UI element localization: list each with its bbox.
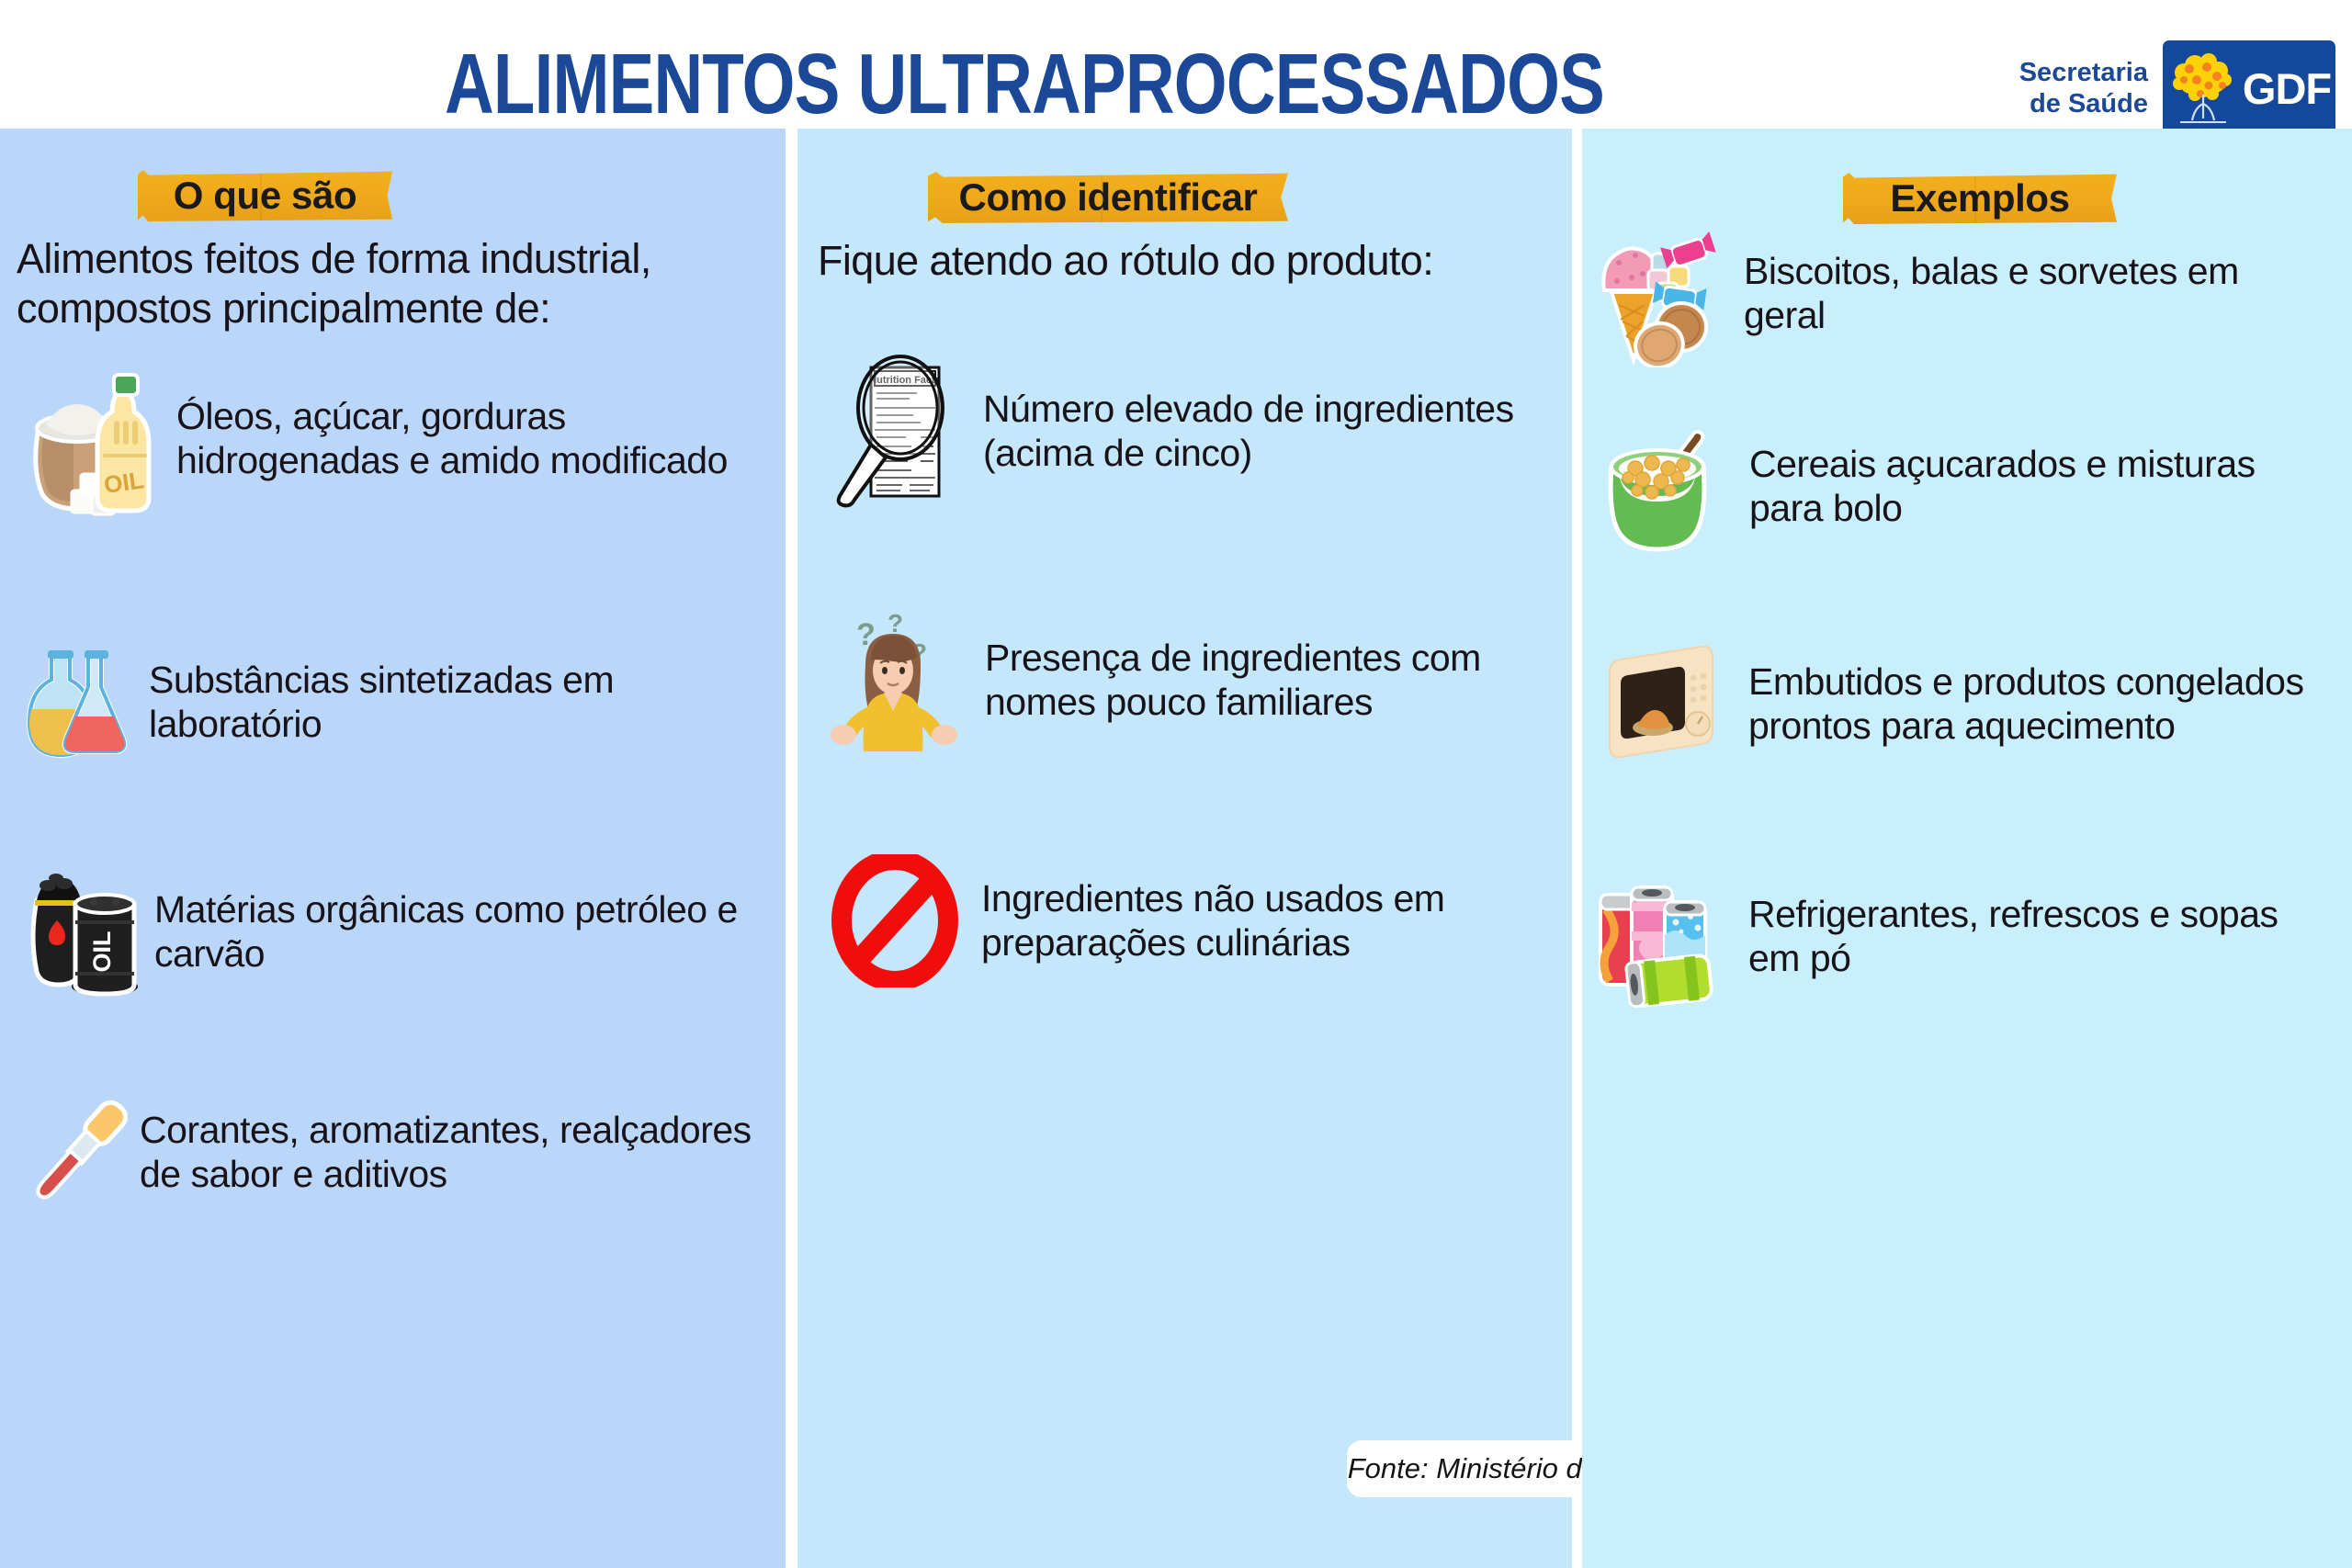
soda-cans-icon [1589, 863, 1732, 1010]
list-item-label: Matérias orgânicas como petróleo e carvã… [154, 888, 738, 975]
ice-cream-candy-cookies-icon [1591, 220, 1729, 367]
svg-text:?: ? [856, 617, 876, 652]
list-item: Substâncias sintetizadas em laboratório [20, 643, 774, 762]
page-title: ALIMENTOS ULTRAPROCESSADOS [445, 36, 1605, 131]
list-item: Refrigerantes, refrescos e sopas em pó [1589, 863, 2352, 1010]
cereal-bowl-icon [1595, 415, 1733, 558]
column-o-que-sao: O que são Alimentos feitos de forma indu… [0, 129, 786, 1568]
prohibition-sign-icon [831, 854, 959, 987]
gdf-wordmark: GDF [2242, 63, 2332, 113]
list-item: OIL Matérias orgânicas como petróleo e c… [20, 863, 783, 1001]
list-item-label: Número elevado de ingredientes (acima de… [983, 387, 1514, 474]
ipe-tree-icon [2172, 53, 2232, 123]
list-item: Embutidos e produtos congelados prontos … [1589, 636, 2352, 773]
list-item-label: Ingredientes não usados em preparações c… [981, 876, 1445, 964]
confused-woman-icon: ? ? ? [831, 604, 968, 756]
microwave-icon [1589, 636, 1732, 773]
heading-como-identificar: Como identificar [928, 172, 1288, 223]
heading-exemplos: Exemplos [1843, 173, 2117, 224]
lab-flasks-icon [20, 643, 140, 762]
list-item-label: Presença de ingredientes com nomes pouco… [985, 636, 1481, 723]
sugar-bag-oil-bottle-icon: OIL [18, 356, 165, 522]
dropper-pipette-icon [17, 1084, 136, 1222]
list-item-label: Corantes, aromatizantes, realçadores de … [140, 1109, 752, 1195]
coal-bag-oil-barrel-icon: OIL [20, 863, 141, 1001]
column-como-identificar: Como identificar Fique atendo ao rótulo … [797, 129, 1689, 1568]
svg-text:?: ? [888, 609, 903, 637]
list-item-label: Biscoitos, balas e sorvetes em geral [1744, 250, 2239, 336]
secretaria-line-1: Secretaria [2018, 57, 2148, 87]
nutrition-facts-text: Nutrition Facts [869, 375, 941, 386]
list-item-label: Cereais açucarados e misturas para bolo [1749, 442, 2256, 529]
list-item: Ingredientes não usados em preparações c… [831, 854, 1556, 987]
intro-como-identificar: Fique atendo ao rótulo do produto: [818, 237, 1434, 284]
secretaria-line-2: de Saúde [2030, 89, 2148, 118]
gdf-logo: Secretaria de Saúde [2019, 40, 2335, 136]
list-item-label: Óleos, açúcar, gorduras hidrogenadas e a… [176, 395, 728, 481]
list-item-label: Refrigerantes, refrescos e sopas em pó [1748, 893, 2278, 979]
svg-text:OIL: OIL [88, 931, 116, 973]
list-item: OIL Óleos, açúcar, gorduras hidrogenadas… [18, 356, 772, 522]
list-item-label: Substâncias sintetizadas em laboratório [149, 659, 615, 745]
gdf-logo-box: GDF [2163, 40, 2335, 136]
magnifier-nutrition-label-icon: Nutrition Facts [829, 351, 967, 512]
heading-o-que-sao: O que são [138, 170, 392, 221]
list-item-label: Embutidos e produtos congelados prontos … [1748, 660, 2304, 747]
secretaria-saude-label: Secretaria de Saúde [2019, 57, 2148, 119]
infographic-columns: O que são Alimentos feitos de forma indu… [0, 129, 2352, 1568]
column-exemplos: Exemplos [1582, 129, 2352, 1568]
list-item: Biscoitos, balas e sorvetes em geral [1591, 220, 2352, 367]
list-item: Nutrition Facts [829, 351, 1555, 512]
list-item: Corantes, aromatizantes, realçadores de … [17, 1084, 788, 1222]
svg-text:OIL: OIL [102, 466, 145, 499]
list-item: ? ? ? [831, 604, 1556, 756]
intro-o-que-sao: Alimentos feitos de forma industrial, co… [17, 235, 651, 332]
list-item: Cereais açucarados e misturas para bolo [1595, 415, 2352, 558]
